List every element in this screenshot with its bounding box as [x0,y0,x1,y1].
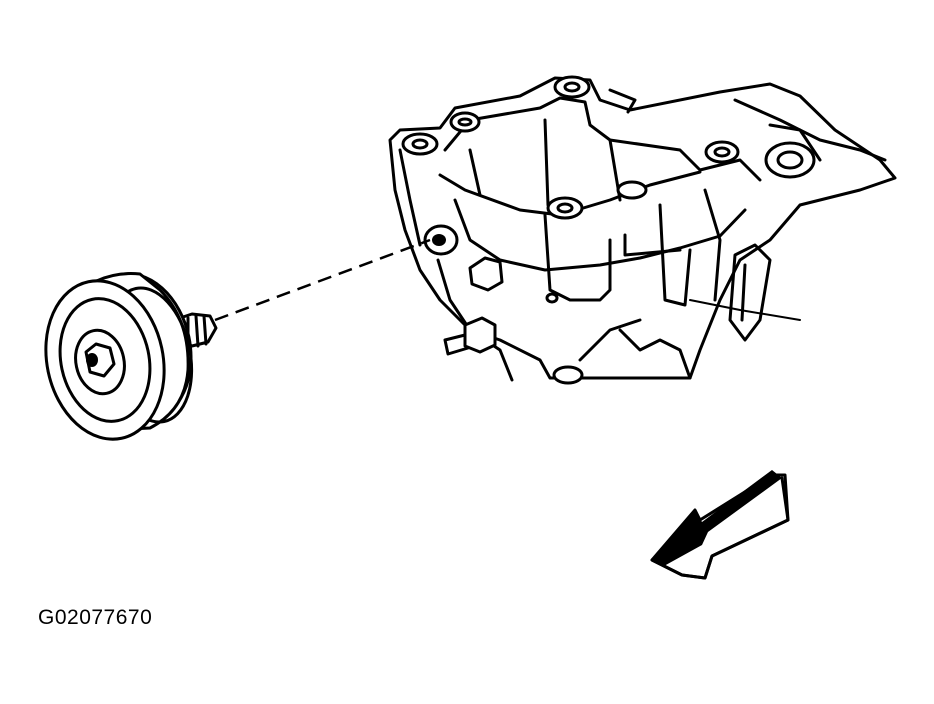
bracket-boss-right [704,140,740,164]
pulley-mount-hole [423,224,459,256]
direction-arrow [650,470,790,580]
bracket-boss-top [553,75,591,99]
bracket-boss-center [546,196,584,220]
bracket-boss-far-right [764,141,816,179]
figure-id-code: G02077670 [38,606,153,629]
alignment-line [214,238,431,322]
bracket-boss-mid [616,180,648,200]
mounting-stud-nut [443,256,559,356]
bracket-boss-inner [449,111,481,133]
engine-bracket [388,75,897,385]
bracket-boss-bottom [552,365,584,385]
bracket-boss-left [401,132,439,156]
idler-pulley [44,272,194,441]
